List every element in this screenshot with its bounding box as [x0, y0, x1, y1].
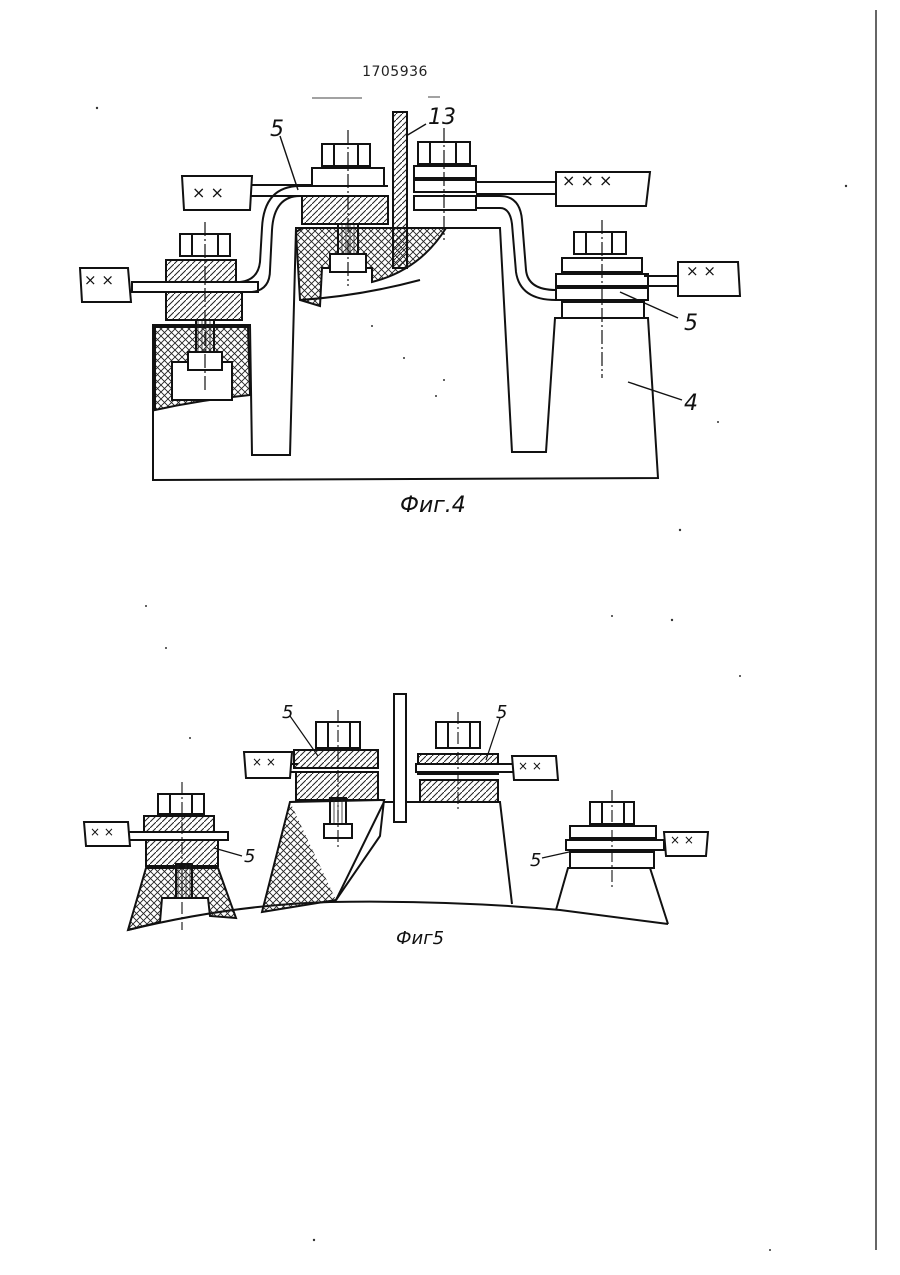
fig5-callout-5-left: 5	[244, 846, 255, 867]
fig4-callout-5-left: 5	[270, 117, 284, 142]
figure-4-caption: Фиг.4	[400, 493, 466, 518]
fig5-terminal-right-marks: × ×	[670, 833, 694, 847]
fig5-terminal-left-marks: × ×	[90, 825, 114, 839]
fig5-callout-5-right: 5	[530, 850, 541, 871]
fig5-terminal-mid-left-marks: × ×	[252, 755, 276, 769]
fig4-callout-13: 13	[428, 105, 456, 130]
fig5-terminal-mid-right-marks: × ×	[518, 759, 542, 773]
fig5-callout-5-top-left: 5	[282, 702, 293, 723]
fig4-terminal-lower-right-marks: × ×	[686, 262, 716, 280]
fig4-terminal-lower-left-marks: × ×	[84, 271, 114, 289]
fig4-callout-4: 4	[684, 391, 698, 416]
figure-5	[84, 694, 708, 930]
fig4-terminal-upper-left-marks: × ×	[192, 183, 224, 202]
fig4-callout-5-right: 5	[684, 311, 698, 336]
figure-5-caption: Фиг5	[396, 928, 444, 949]
figure-4	[80, 112, 740, 480]
fig4-terminal-upper-right-marks: × × ×	[562, 171, 612, 190]
patent-number: 1705936	[340, 64, 450, 80]
fig5-callout-5-top-right: 5	[496, 702, 507, 723]
